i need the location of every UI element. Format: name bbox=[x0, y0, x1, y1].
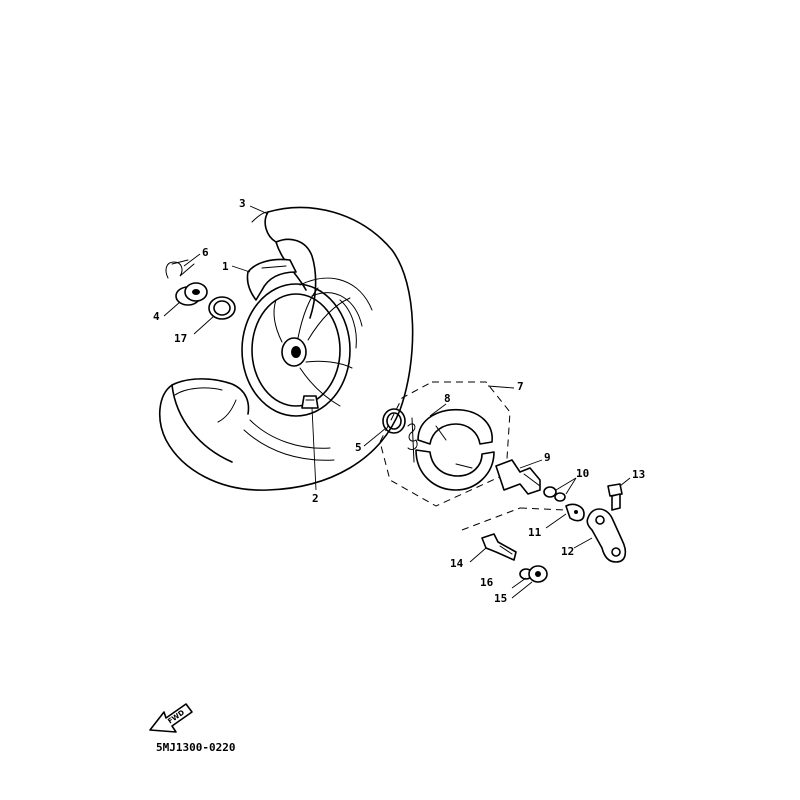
brake-shoe-kit bbox=[379, 381, 511, 507]
callout-3: 3 bbox=[239, 197, 246, 210]
camshaft bbox=[495, 459, 541, 495]
forward-arrow-icon: FWD bbox=[149, 703, 193, 733]
indicator-plate bbox=[565, 503, 585, 522]
callout-1: 1 bbox=[222, 260, 229, 273]
callout-4: 4 bbox=[153, 310, 160, 323]
nut bbox=[528, 565, 548, 583]
drawing-code: 5MJ1300-0220 bbox=[156, 741, 235, 754]
callout-2: 2 bbox=[312, 492, 319, 505]
callout-12: 12 bbox=[561, 545, 574, 558]
cotter-pin bbox=[165, 259, 195, 279]
callout-17: 17 bbox=[174, 332, 187, 345]
callouts: 1 2 3 4 5 6 7 8 9 10 11 12 13 14 15 16 1… bbox=[153, 197, 645, 605]
o-rings bbox=[543, 486, 566, 502]
tire bbox=[158, 206, 414, 491]
oil-seal bbox=[208, 296, 236, 320]
valve-stem bbox=[301, 395, 319, 409]
callout-14: 14 bbox=[450, 557, 464, 570]
callout-7: 7 bbox=[517, 380, 524, 393]
callout-5: 5 bbox=[355, 441, 362, 454]
brake-shoes bbox=[407, 408, 495, 491]
leader-lines bbox=[163, 205, 631, 599]
callout-16: 16 bbox=[480, 576, 494, 589]
alignment-lines bbox=[461, 507, 567, 531]
callout-13: 13 bbox=[632, 468, 645, 481]
rim-segment bbox=[246, 258, 297, 301]
callout-10: 10 bbox=[576, 467, 589, 480]
callout-15: 15 bbox=[494, 592, 507, 605]
callout-6: 6 bbox=[202, 246, 209, 259]
brake-cam-lever bbox=[586, 508, 627, 563]
callout-8: 8 bbox=[444, 392, 451, 405]
callout-11: 11 bbox=[528, 526, 542, 539]
adjusting-bolt bbox=[481, 533, 517, 561]
collar bbox=[175, 282, 208, 306]
wheel-rim bbox=[241, 277, 373, 461]
callout-9: 9 bbox=[544, 451, 551, 464]
bolt bbox=[607, 483, 623, 511]
ring bbox=[382, 408, 406, 434]
